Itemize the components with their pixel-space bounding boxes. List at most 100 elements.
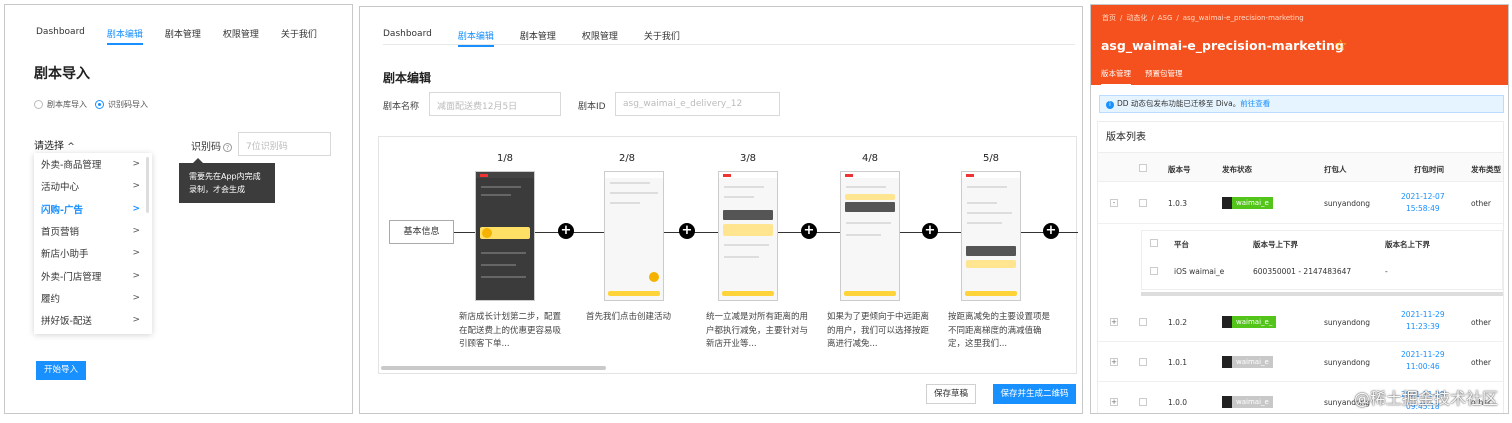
- tooltip-line: 需要先在App内完成: [189, 172, 261, 181]
- column-header: 打包人: [1324, 165, 1347, 174]
- menu-scrollbar[interactable]: [146, 157, 149, 213]
- tab-script-edit[interactable]: 剧本编辑: [106, 27, 143, 45]
- tab-dashboard[interactable]: Dashboard: [36, 27, 85, 37]
- tab-script-edit[interactable]: 剧本编辑: [457, 29, 494, 47]
- tab-about[interactable]: 关于我们: [643, 32, 680, 42]
- row-checkbox[interactable]: [1139, 318, 1147, 326]
- script-name-input[interactable]: 减面配送费12月5日: [429, 92, 561, 116]
- chevron-right-icon: >: [132, 315, 140, 326]
- page-header: 首页/动态化/ASG/asg_waimai-e_precision-market…: [1091, 5, 1508, 86]
- add-step-button[interactable]: +: [679, 223, 695, 239]
- star-icon[interactable]: ☆: [1334, 36, 1348, 54]
- tab-permission[interactable]: 权限管理: [222, 30, 259, 40]
- row-checkbox[interactable]: [1150, 267, 1158, 275]
- phone-line: [481, 194, 511, 196]
- radio-code-import[interactable]: 识别码导入: [95, 99, 148, 110]
- menu-item[interactable]: 首页营销>: [34, 220, 152, 242]
- phone-card: [480, 227, 530, 239]
- menu-item[interactable]: 活动中心>: [34, 175, 152, 197]
- step-screenshot[interactable]: [961, 171, 1021, 301]
- top-nav-tabs: Dashboard 剧本编辑 剧本管理 权限管理 关于我们: [36, 27, 339, 45]
- step-screenshot[interactable]: [475, 171, 535, 301]
- menu-item-active[interactable]: 闪购-广告>: [34, 198, 152, 220]
- row-checkbox[interactable]: [1139, 199, 1147, 207]
- script-import-panel: Dashboard 剧本编辑 剧本管理 权限管理 关于我们 剧本导入 剧本库导入…: [4, 4, 353, 414]
- add-step-button[interactable]: +: [1043, 223, 1059, 239]
- save-draft-button[interactable]: 保存草稿: [926, 384, 976, 404]
- menu-item[interactable]: 外卖-门店管理>: [34, 264, 152, 286]
- horizontal-scrollbar[interactable]: [1141, 292, 1503, 296]
- tab-about[interactable]: 关于我们: [280, 30, 317, 40]
- phone-line: [724, 186, 764, 188]
- horizontal-scrollbar[interactable]: [381, 366, 606, 370]
- tab-script-manage[interactable]: 剧本管理: [519, 32, 556, 42]
- phone-status-bar: [605, 172, 663, 178]
- platform-cell: iOS waimai_e: [1174, 267, 1225, 276]
- add-step-button[interactable]: +: [922, 223, 938, 239]
- status-text: waimai_e: [1232, 396, 1273, 408]
- column-header: 发布状态: [1222, 165, 1252, 174]
- step-screenshot[interactable]: [718, 171, 778, 301]
- status-text: waimai_e_: [1232, 316, 1277, 328]
- tab-permission[interactable]: 权限管理: [581, 32, 618, 42]
- name-range-cell: -: [1385, 267, 1388, 276]
- help-icon[interactable]: ?: [223, 143, 232, 152]
- tab-version-manage[interactable]: 版本管理: [1101, 68, 1131, 86]
- select-all-checkbox[interactable]: [1139, 164, 1147, 172]
- radio-library-import[interactable]: 剧本库导入: [34, 99, 87, 110]
- radio-label: 识别码导入: [108, 100, 148, 109]
- phone-line: [724, 196, 754, 198]
- step-screenshot[interactable]: [840, 171, 900, 301]
- menu-item[interactable]: 履约>: [34, 287, 152, 309]
- menu-item[interactable]: 拼好饭-配送>: [34, 309, 152, 331]
- collapse-row-button[interactable]: -: [1110, 199, 1118, 207]
- phone-card: [845, 194, 895, 200]
- row-checkbox[interactable]: [1139, 398, 1147, 406]
- breadcrumb-item[interactable]: ASG: [1157, 14, 1173, 22]
- menu-item-label: 活动中心: [41, 182, 80, 194]
- basic-info-node[interactable]: 基本信息: [389, 220, 454, 244]
- banner-link[interactable]: 前往查看: [1240, 99, 1271, 108]
- phone-line: [967, 186, 1007, 188]
- phone-line: [481, 186, 521, 188]
- breadcrumb-item[interactable]: 动态化: [1126, 14, 1148, 22]
- status-badge: waimai_e: [1222, 356, 1273, 368]
- tab-dashboard[interactable]: Dashboard: [383, 29, 432, 39]
- version-cell: 1.0.2: [1168, 318, 1188, 327]
- time-text: 11:00:46: [1405, 362, 1440, 371]
- phone-line: [481, 252, 526, 254]
- row-checkbox[interactable]: [1139, 358, 1147, 366]
- script-id-input[interactable]: asg_waimai_e_delivery_12: [615, 92, 780, 116]
- phone-status-bar: [962, 172, 1020, 178]
- menu-item[interactable]: 外卖-商品管理>: [34, 153, 152, 175]
- expand-row-button[interactable]: +: [1110, 398, 1118, 406]
- menu-item[interactable]: 新店小助手>: [34, 242, 152, 264]
- date-text: 2021-12-07: [1401, 192, 1445, 201]
- tab-script-manage[interactable]: 剧本管理: [164, 30, 201, 40]
- expand-row-button[interactable]: +: [1110, 358, 1118, 366]
- start-import-button[interactable]: 开始导入: [36, 361, 86, 380]
- add-step-button[interactable]: +: [558, 223, 574, 239]
- packer-cell: sunyandong: [1324, 199, 1371, 208]
- breadcrumb-item[interactable]: 首页: [1102, 14, 1116, 22]
- breadcrumb-separator: /: [1151, 14, 1154, 22]
- menu-item-label: 首页营销: [41, 227, 80, 239]
- phone-highlight: [966, 246, 1016, 256]
- add-step-button[interactable]: +: [801, 223, 817, 239]
- step-description: 按距离减免的主要设置项是不同距离梯度的满减值确定，这里我们...: [948, 312, 1051, 349]
- category-select[interactable]: 请选择 ^: [34, 137, 75, 152]
- step-screenshot[interactable]: [604, 171, 664, 301]
- expand-row-button[interactable]: +: [1110, 318, 1118, 326]
- phone-avatar: [649, 272, 659, 282]
- tab-preset-manage[interactable]: 预置包管理: [1145, 69, 1183, 78]
- phone-line: [846, 186, 886, 188]
- select-all-checkbox[interactable]: [1150, 239, 1158, 247]
- phone-card: [966, 260, 1016, 268]
- code-input[interactable]: 7位识别码: [238, 132, 331, 156]
- phone-button: [844, 291, 896, 296]
- save-and-generate-qr-button[interactable]: 保存并生成二维码: [993, 384, 1076, 404]
